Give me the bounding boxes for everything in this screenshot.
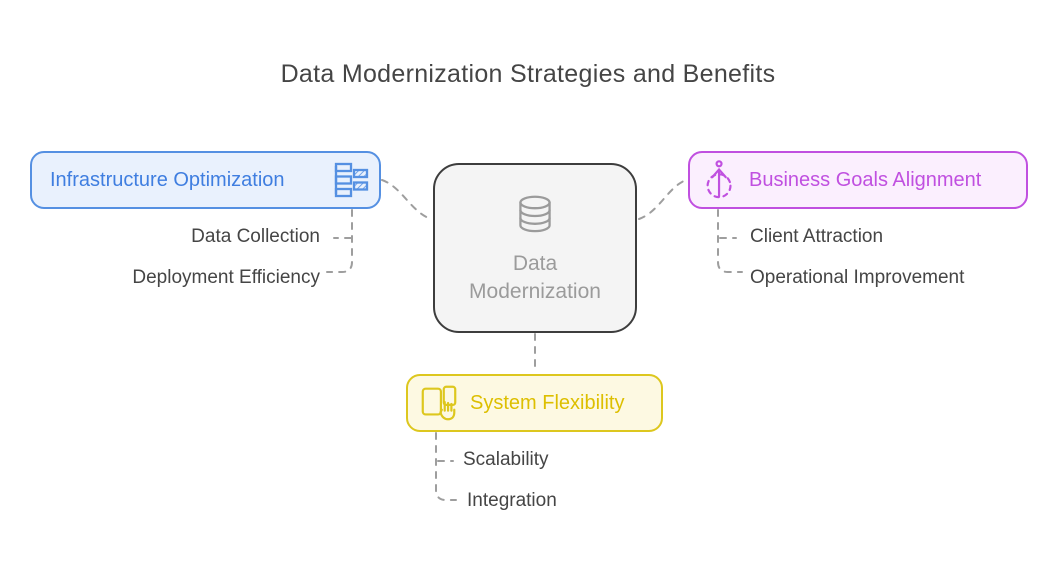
sub-label-deployment-efficiency: Deployment Efficiency: [132, 267, 320, 288]
node-label: Business Goals Alignment: [749, 168, 982, 191]
goal-arrow-icon: [700, 158, 740, 202]
connector-flexibility-children: [435, 432, 457, 501]
connector-infrastructure-children: [326, 209, 353, 273]
sub-label-operational-improvement: Operational Improvement: [750, 267, 965, 288]
gantt-bars-icon: [329, 160, 369, 200]
node-infrastructure-optimization: Infrastructure Optimization: [30, 151, 381, 209]
node-system-flexibility: System Flexibility: [406, 374, 663, 432]
connector-center-business: [638, 179, 687, 220]
node-data-modernization: Data Modernization: [433, 163, 637, 333]
node-label: System Flexibility: [470, 391, 625, 414]
sub-label-client-attraction: Client Attraction: [750, 226, 884, 247]
sub-label-scalability: Scalability: [463, 449, 549, 470]
diagram-title: Data Modernization Strategies and Benefi…: [280, 60, 776, 88]
center-label-line1: Data: [512, 251, 558, 275]
center-label-line2: Modernization: [469, 279, 601, 303]
devices-touch-icon: [418, 382, 460, 424]
sub-label-integration: Integration: [467, 490, 557, 511]
node-business-goals-alignment: Business Goals Alignment: [688, 151, 1028, 209]
node-label: Infrastructure Optimization: [50, 168, 285, 191]
connector-infrastructure-center: [381, 179, 432, 220]
sub-label-data-collection: Data Collection: [191, 226, 320, 247]
database-icon: [510, 191, 560, 241]
connector-business-children: [717, 209, 743, 273]
